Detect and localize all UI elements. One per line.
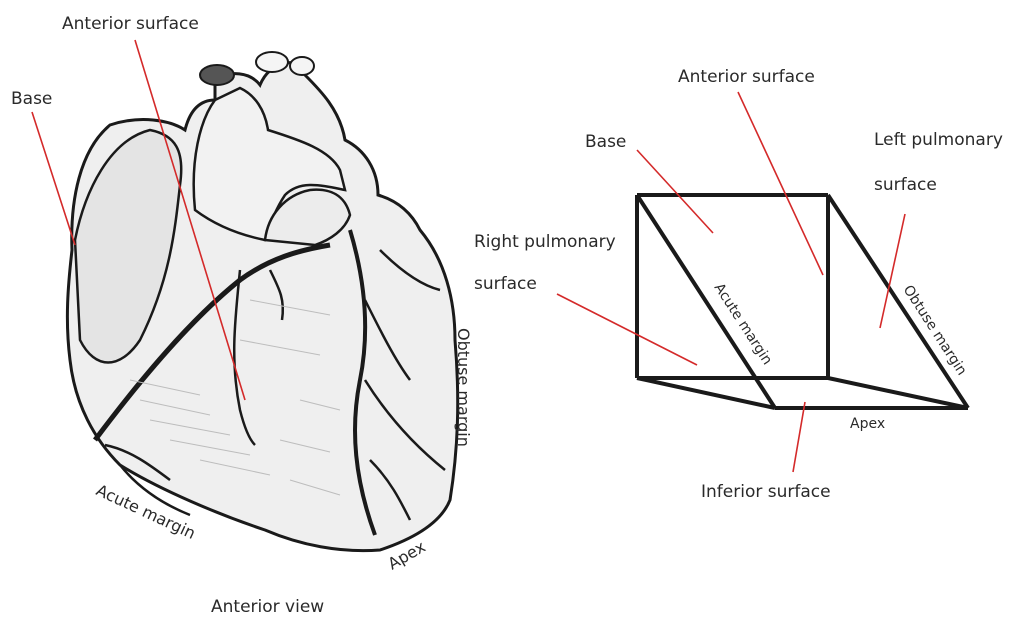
leader-base-right: [637, 150, 713, 233]
label-right-pulmonary-line1: Right pulmonary: [474, 232, 616, 252]
leader-base: [32, 112, 75, 245]
label-obtuse-margin-right: Obtuse margin: [900, 282, 970, 378]
heart-illustration: [67, 52, 457, 551]
leader-inferior-surface: [793, 402, 805, 472]
label-obtuse-margin-left: Obtuse margin: [454, 328, 473, 447]
leader-left-pulmonary: [880, 214, 905, 328]
label-base-right: Base: [585, 132, 626, 152]
label-left-pulmonary-line2: surface: [874, 175, 937, 195]
label-right-pulmonary-line2: surface: [474, 274, 537, 294]
box-edge-obtuse-margin: [828, 195, 968, 408]
leader-right-pulmonary: [557, 294, 697, 365]
vessel-top: [256, 52, 288, 72]
label-base-left: Base: [11, 89, 52, 109]
box-edge-bottom-right: [828, 378, 968, 408]
label-inferior-surface: Inferior surface: [701, 482, 831, 502]
caption-anterior-view: Anterior view: [211, 597, 324, 617]
vessel-opening: [200, 65, 234, 85]
vessel-top-2: [290, 57, 314, 75]
label-anterior-surface-right: Anterior surface: [678, 67, 815, 87]
box-edge-bottom-left: [637, 378, 775, 408]
label-apex-right: Apex: [850, 416, 885, 432]
label-anterior-surface-left: Anterior surface: [62, 14, 199, 34]
leader-anterior-surface-right: [738, 92, 823, 275]
label-left-pulmonary-line1: Left pulmonary: [874, 130, 1003, 150]
